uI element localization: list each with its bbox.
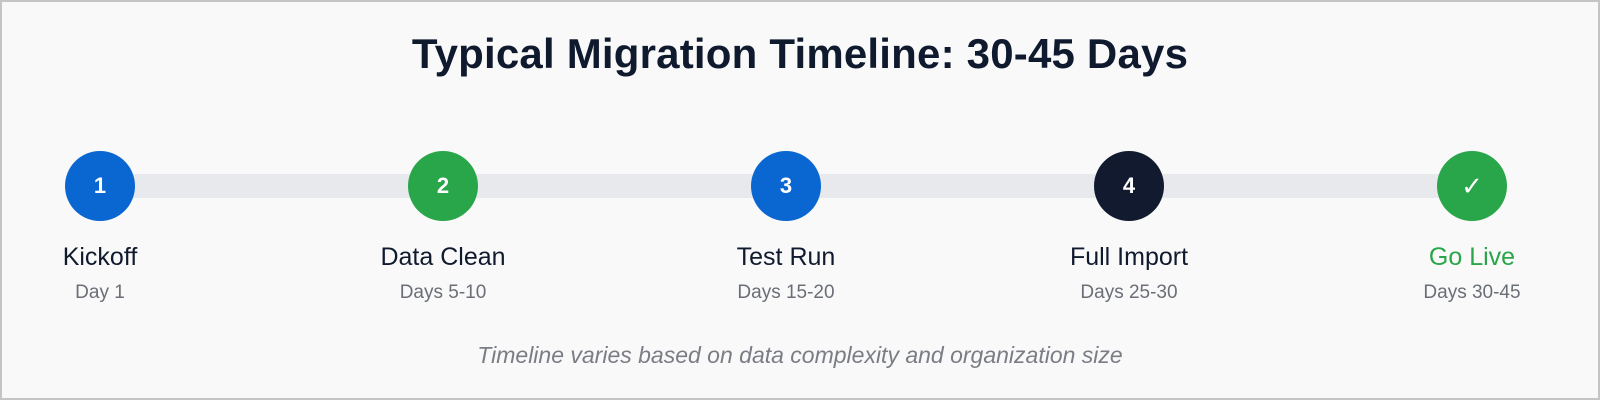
step-days: Days 30-45 [1423,282,1521,303]
timeline-step-test-run: 3 Test Run Days 15-20 [686,151,886,304]
step-label: Test Run [736,243,836,271]
timeline-footnote: Timeline varies based on data complexity… [477,342,1123,368]
page-title: Typical Migration Timeline: 30-45 Days [411,30,1189,77]
checkmark-icon: ✓ [1437,151,1507,221]
step-marker-4: 4 [1094,151,1164,221]
step-label: Full Import [1069,243,1189,271]
step-label: Kickoff [62,243,138,271]
timeline-step-data-clean: 2 Data Clean Days 5-10 [343,151,543,304]
timeline-step-full-import: 4 Full Import Days 25-30 [1029,151,1229,304]
step-marker-3: 3 [751,151,821,221]
step-label: Go Live [1428,243,1516,271]
step-label: Data Clean [380,243,506,271]
step-days: Days 15-20 [737,282,835,303]
step-days: Day 1 [75,282,125,303]
timeline-step-kickoff: 1 Kickoff Day 1 [0,151,200,304]
step-days: Days 5-10 [399,282,487,303]
step-marker-1: 1 [65,151,135,221]
step-marker-2: 2 [408,151,478,221]
step-days: Days 25-30 [1080,282,1178,303]
timeline-step-go-live: ✓ Go Live Days 30-45 [1372,151,1572,304]
